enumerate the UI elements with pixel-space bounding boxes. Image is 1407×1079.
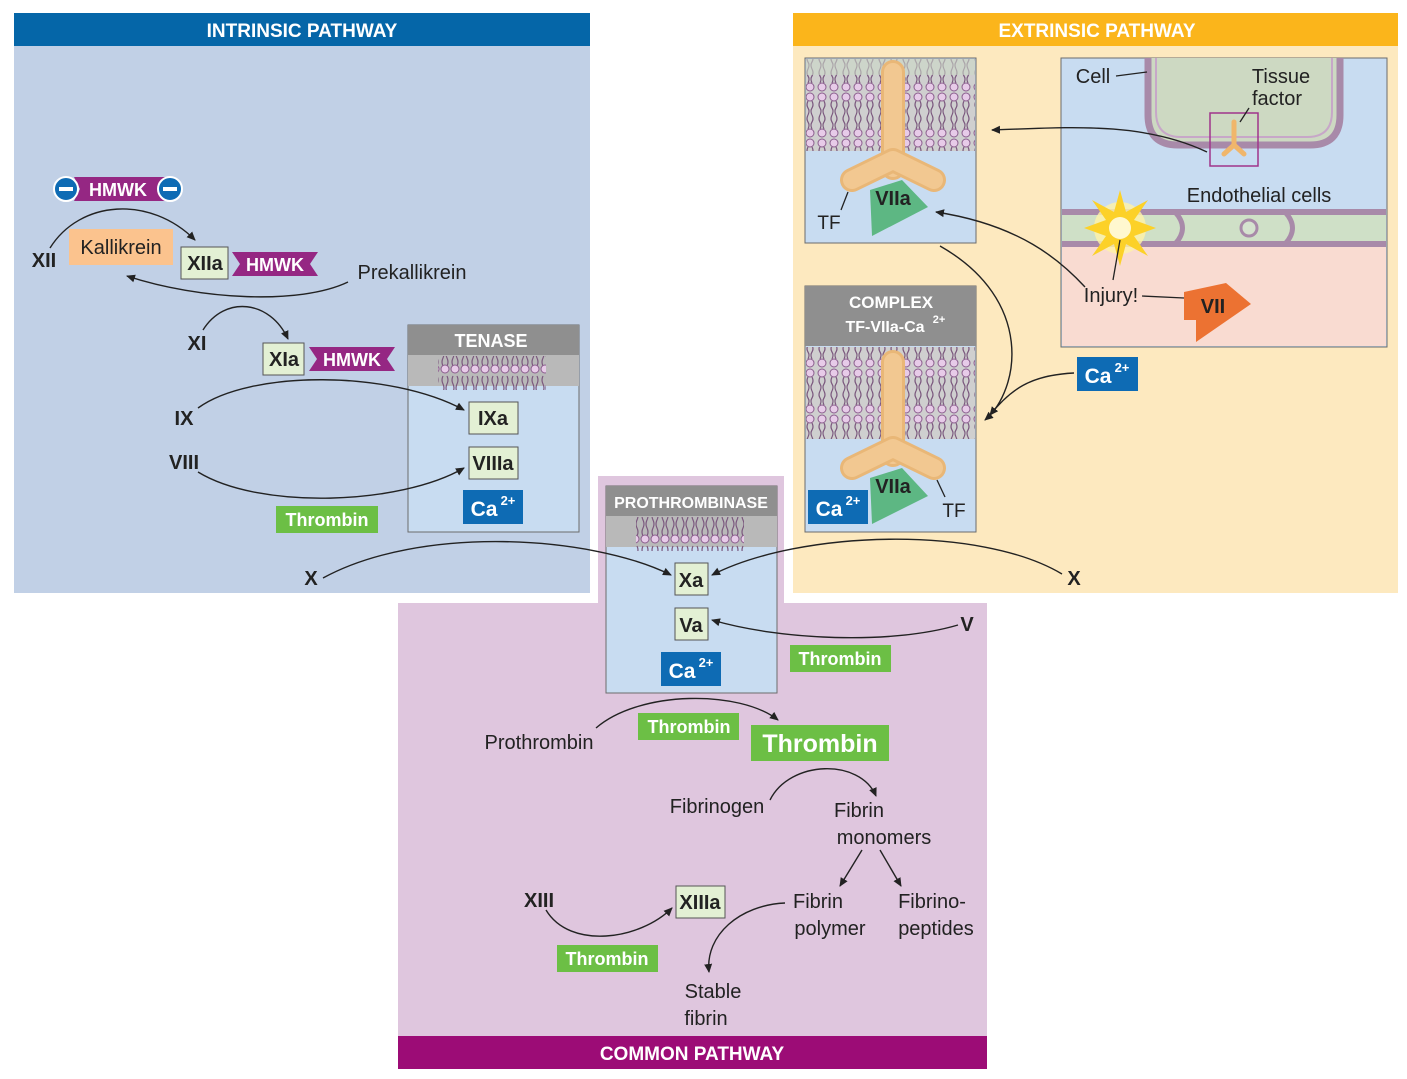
- intrinsic-title: INTRINSIC PATHWAY: [207, 21, 398, 42]
- complex-title-2: TF-VIIa-Ca: [845, 319, 924, 336]
- fibrinopeptides-label-2: peptides: [898, 918, 974, 940]
- viia-shape: [870, 180, 928, 236]
- factor-xi: XI: [188, 333, 207, 355]
- stable-fibrin-label-2: fibrin: [684, 1008, 727, 1030]
- kallikrein-label: Kallikrein: [80, 237, 161, 259]
- vii-label: VII: [1201, 296, 1225, 318]
- factor-xa: Xa: [679, 570, 704, 592]
- cell-label: Cell: [1076, 66, 1110, 88]
- intrinsic-thrombin: Thrombin: [286, 510, 369, 530]
- prothrombinase-ca: Ca: [669, 660, 696, 683]
- factor-ix: IX: [175, 408, 195, 430]
- reaction-arrows: [49, 125, 1208, 973]
- intrinsic-pathway-panel: INTRINSIC PATHWAY: [14, 13, 590, 593]
- thrombin-product: Thrombin: [762, 730, 877, 758]
- factor-xia: XIa: [269, 349, 300, 371]
- complex-title-sup: 2+: [933, 314, 946, 326]
- prekallikrein-label: Prekallikrein: [358, 262, 467, 284]
- complex-ca-sup: 2+: [846, 493, 861, 508]
- hmwk-label-1: HMWK: [89, 180, 147, 200]
- prothrombinase-title: PROTHROMBINASE: [614, 495, 768, 512]
- tenase-title: TENASE: [454, 331, 527, 351]
- prothrombin-label: Prothrombin: [485, 732, 594, 754]
- prothrombinase-ca-sup: 2+: [699, 655, 714, 670]
- extrinsic-title: EXTRINSIC PATHWAY: [998, 21, 1195, 42]
- fibrin-monomers-label-1: Fibrin: [834, 800, 884, 822]
- tenase-ca-sup: 2+: [501, 493, 516, 508]
- complex-viia-label: VIIa: [875, 476, 911, 498]
- fibrinopeptides-label-1: Fibrino-: [898, 891, 966, 913]
- prothrombinase-membrane: [636, 517, 744, 551]
- tissue-factor-label-2: factor: [1252, 88, 1302, 110]
- tenase-box: TENASE IXa VIIIa Ca 2+: [407, 324, 580, 533]
- prothrombinase-box: PROTHROMBINASE Xa Va Ca 2+: [605, 485, 778, 694]
- complex-title-1: COMPLEX: [849, 293, 934, 312]
- tf-label: TF: [817, 213, 840, 234]
- common-title: COMMON PATHWAY: [600, 1044, 785, 1065]
- complex-viia-shape: [870, 468, 928, 524]
- vii-shape: [1184, 283, 1251, 342]
- viia-label: VIIa: [875, 188, 911, 210]
- factor-xii: XII: [32, 250, 56, 272]
- factor-xiiia: XIIIa: [679, 892, 721, 914]
- fibrin-polymer-label-1: Fibrin: [793, 891, 843, 913]
- extrinsic-ca: Ca: [1085, 365, 1112, 388]
- injury-illustration: VII Cell Tissue factor Endothelial cells…: [1060, 57, 1388, 348]
- intrinsic-factor-x: X: [304, 568, 318, 590]
- factor-viii: VIII: [169, 452, 199, 474]
- common-thrombin-2: Thrombin: [648, 717, 731, 737]
- factor-v: V: [960, 614, 974, 636]
- factor-viiia: VIIIa: [472, 453, 514, 475]
- factor-xiia: XIIa: [187, 253, 223, 275]
- stable-fibrin-label-1: Stable: [685, 981, 742, 1003]
- fibrinogen-label: Fibrinogen: [670, 796, 765, 818]
- complex-tf-label: TF: [942, 501, 965, 522]
- tenase-membrane: [438, 356, 546, 390]
- hmwk-label-2: HMWK: [246, 255, 304, 275]
- injury-label: Injury!: [1084, 285, 1138, 307]
- tf-viia-membrane-box: VIIa TF: [804, 57, 977, 244]
- fibrin-polymer-label-2: polymer: [794, 918, 865, 940]
- extrinsic-factor-x: X: [1067, 568, 1081, 590]
- hmwk-label-3: HMWK: [323, 350, 381, 370]
- common-thrombin-3: Thrombin: [566, 949, 649, 969]
- common-thrombin-1: Thrombin: [799, 649, 882, 669]
- factor-ixa: IXa: [478, 408, 509, 430]
- complex-box: COMPLEX TF-VIIa-Ca 2+ VIIa TF Ca 2+: [804, 285, 977, 533]
- tissue-factor-label-1: Tissue: [1252, 66, 1310, 88]
- hmwk-charged: HMWK: [53, 176, 183, 202]
- factor-xiii: XIII: [524, 890, 554, 912]
- factor-va: Va: [679, 615, 703, 637]
- tenase-ca: Ca: [471, 498, 498, 521]
- fibrin-monomers-label-2: monomers: [837, 827, 931, 849]
- endothelial-cells-label: Endothelial cells: [1187, 185, 1332, 207]
- extrinsic-ca-sup: 2+: [1115, 360, 1130, 375]
- complex-ca: Ca: [816, 498, 843, 521]
